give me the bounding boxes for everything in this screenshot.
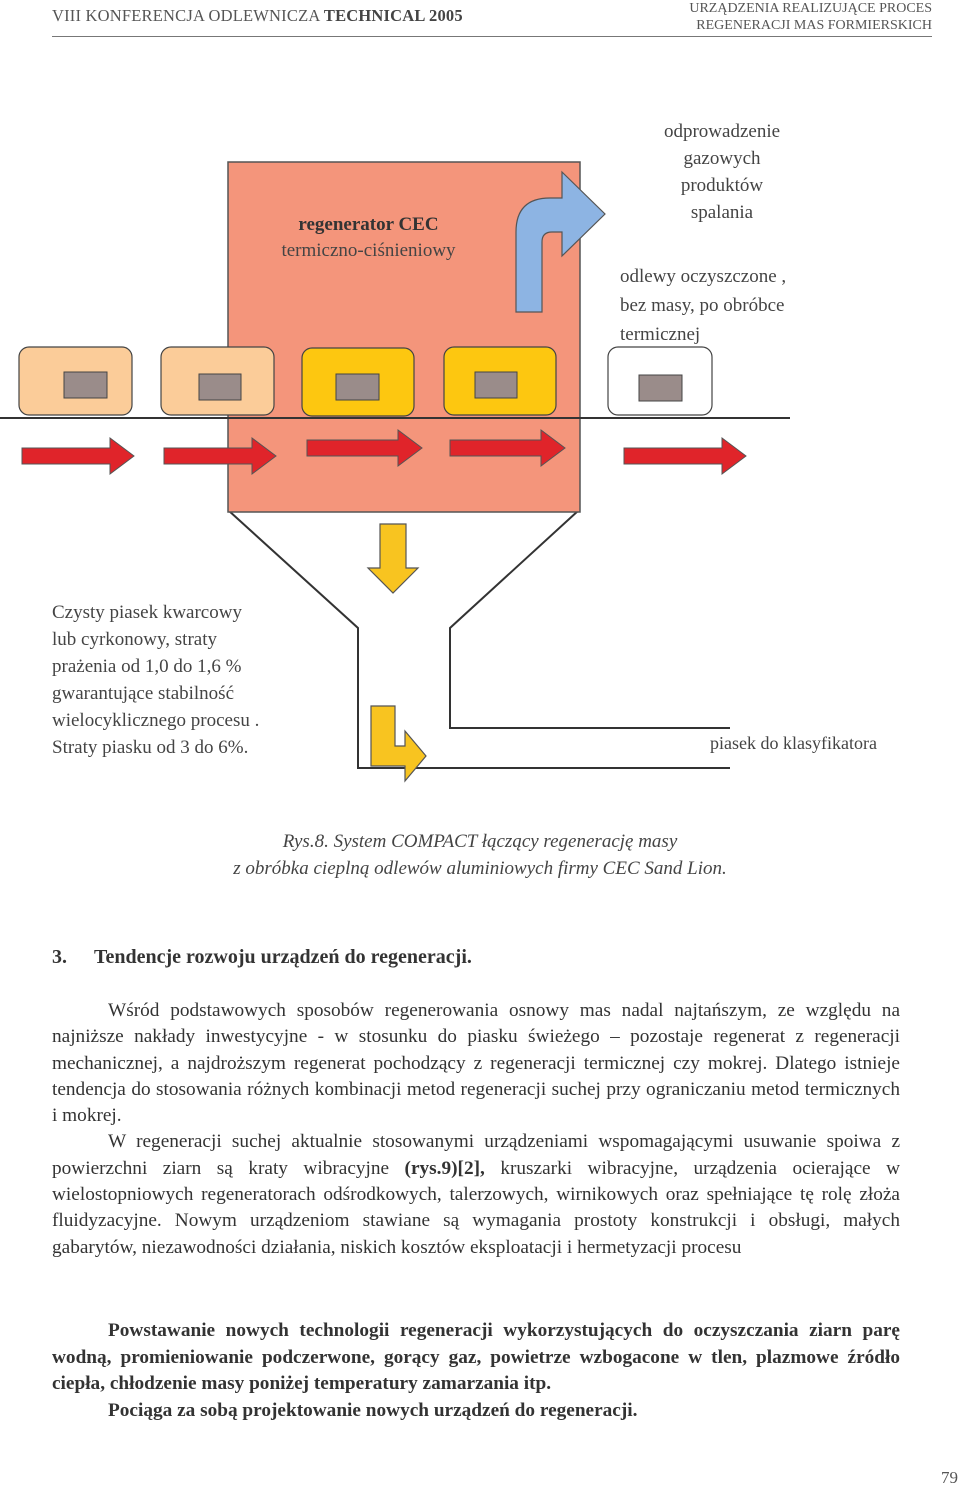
page-number: 79 [941,1468,958,1487]
section-heading: 3. Tendencje rozwoju urządzeń do regenera… [52,946,472,969]
red-arrow-5 [623,437,747,475]
compact-system-diagram [0,161,790,783]
sand-note-line: Czysty piasek kwarcowy [52,602,242,623]
gas-exhaust-arrow [515,170,606,313]
red-arrow-4 [449,429,566,467]
running-header-right: URZĄDZENIA REALIZUJĄCE PROCES REGENERACJ… [689,0,932,34]
regenerator-subtitle: termiczno-ciśnieniowy [281,240,456,261]
red-arrow-1 [21,437,135,475]
casting-box-2 [160,346,275,416]
gas-outlet-line: odprowadzenie [663,121,781,142]
caption-line2: z obróbka cieplną odlewów aluminiowych f… [233,858,727,879]
bold-paragraph: Powstawanie nowych technologii regenerac… [52,1318,900,1424]
header-rule [52,36,932,37]
gas-outlet-label: odprowadzenie gazowych produktów spalani… [622,118,822,226]
funnel-outline [227,509,730,769]
sand-note-label: Czysty piasek kwarcowy lub cyrkonowy, st… [52,599,292,761]
sand-down-arrow [366,523,420,594]
gas-outlet-line: spalania [690,202,754,223]
sand-note-line: prażenia od 1,0 do 1,6 % [52,656,242,677]
red-arrow-3 [306,429,423,467]
casting-box-4 [443,346,557,416]
regenerator-title: regenerator CEC [298,214,439,235]
bold-paragraph-1: Powstawanie nowych technologii regenerac… [52,1320,900,1394]
sand-note-line: wielocyklicznego procesu . [52,710,260,731]
sand-note-line: lub cyrkonowy, straty [52,629,217,650]
gas-outlet-line: produktów [680,175,764,196]
caption-line1: Rys.8. System COMPACT łączący regeneracj… [282,831,678,852]
regenerator-label: regenerator CEC termiczno-ciśnieniowy [246,212,491,264]
classifier-label: piasek do klasyfikatora [710,733,877,753]
paragraph-1: Wśród podstawowych sposobów regenerowani… [52,1000,900,1127]
header-conference-bold: TECHNICAL 2005 [323,6,463,25]
castings-out-line: termicznej [620,324,701,345]
gas-outlet-line: gazowych [683,148,761,169]
paragraph-2-end: kruszarki wibracyjne, urządzenia ocieraj… [52,1157,900,1258]
running-header-left: VIII KONFERENCJA ODLEWNICZA TECHNICAL 20… [52,6,463,26]
castings-out-line: odlewy oczyszczone , [620,266,787,287]
header-conference: VIII KONFERENCJA ODLEWNICZA [52,6,320,25]
casting-box-5 [607,346,713,416]
paragraph-2-start: W regeneracji suchej aktualnie stosowany… [52,1131,900,1179]
figure-reference: (rys.9)[2], [404,1157,485,1179]
sand-out-arrow [370,705,427,783]
red-arrow-2 [163,437,277,475]
castings-out-line: bez masy, po obróbce [620,295,785,316]
section-title: Tendencje rozwoju urządzeń do regeneracj… [94,946,472,968]
section-number: 3. [52,946,67,968]
casting-box-3 [301,347,415,417]
body-text: Wśród podstawowych sposobów regenerowani… [52,998,900,1261]
sand-note-line: Straty piasku od 3 do 6%. [52,737,249,758]
figure-caption: Rys.8. System COMPACT łączący regeneracj… [0,828,960,882]
castings-out-label: odlewy oczyszczone , bez masy, po obróbc… [620,262,860,349]
sand-note-line: gwarantujące stabilność [52,683,235,704]
funnel-outline-right [449,509,730,729]
header-right-line1: URZĄDZENIA REALIZUJĄCE PROCES [689,1,932,16]
bold-paragraph-2: Pociąga za sobą projektowanie nowych urz… [108,1399,638,1421]
casting-box-1 [18,346,133,416]
paragraph-2: W regeneracji suchej aktualnie stosowany… [52,1129,900,1260]
header-right-line2: REGENERACJI MAS FORMIERSKICH [696,18,932,33]
